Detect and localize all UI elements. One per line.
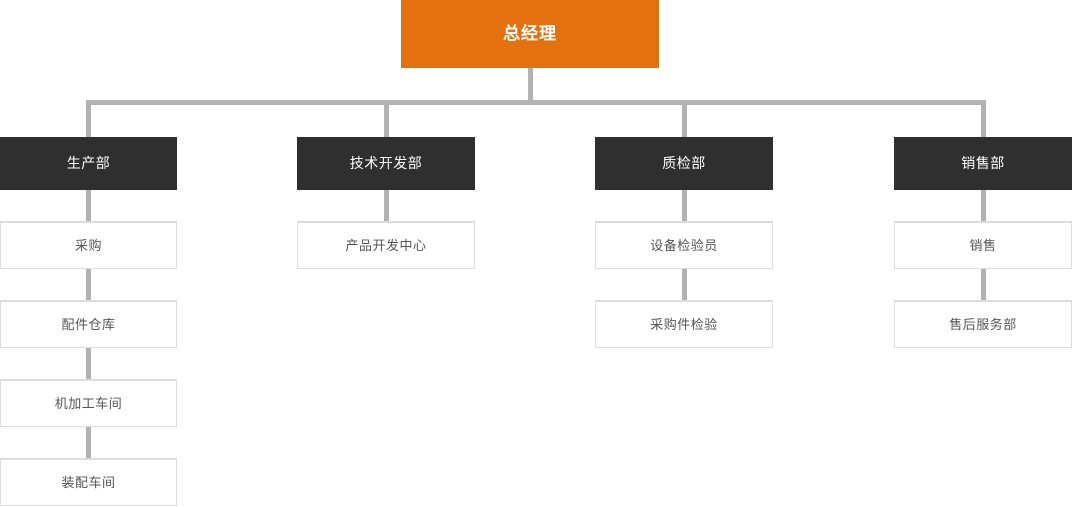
org-node-dept-4-child-1-label: 销售 [969, 237, 997, 253]
org-node-dept-1[interactable]: 生产部 [0, 137, 177, 190]
org-node-dept-3-child-2-label: 采购件检验 [650, 316, 718, 332]
connector-bus-to-dept-3 [682, 100, 687, 138]
org-node-dept-1-child-1-label: 采购 [74, 237, 102, 253]
org-node-dept-1-child-4[interactable]: 装配车间 [0, 458, 177, 506]
org-node-dept-2-child-1-label: 产品开发中心 [345, 237, 427, 253]
org-node-dept-4-child-2-label: 售后服务部 [949, 316, 1017, 332]
org-node-dept-2-child-1[interactable]: 产品开发中心 [297, 221, 475, 269]
org-node-dept-4-label: 销售部 [961, 155, 1005, 172]
connector-root-down [528, 68, 533, 104]
org-node-dept-4-child-1[interactable]: 销售 [894, 221, 1072, 269]
connector-bus-to-dept-1 [86, 100, 91, 138]
connector-dept-1-to-child-4 [86, 427, 91, 458]
connector-dept-3-to-child-1 [682, 190, 687, 221]
org-node-dept-2-label: 技术开发部 [349, 155, 423, 172]
org-node-dept-1-child-1[interactable]: 采购 [0, 221, 177, 269]
org-node-dept-4-child-2[interactable]: 售后服务部 [894, 300, 1072, 348]
connector-dept-1-to-child-1 [86, 190, 91, 221]
org-node-dept-1-child-2[interactable]: 配件仓库 [0, 300, 177, 348]
org-node-dept-3-label: 质检部 [662, 155, 706, 172]
org-node-dept-1-child-3-label: 机加工车间 [54, 395, 123, 411]
org-node-dept-1-label: 生产部 [66, 155, 111, 172]
connector-dept-3-to-child-2 [682, 269, 687, 300]
org-node-root-label: 总经理 [503, 23, 557, 43]
org-node-dept-1-child-4-label: 装配车间 [61, 474, 116, 490]
org-node-dept-3[interactable]: 质检部 [595, 137, 773, 190]
org-node-dept-2[interactable]: 技术开发部 [297, 137, 475, 190]
connector-bus-to-dept-4 [981, 100, 986, 138]
org-node-dept-1-child-3[interactable]: 机加工车间 [0, 379, 177, 427]
connector-dept-2-to-child-1 [384, 190, 389, 221]
org-node-dept-3-child-2[interactable]: 采购件检验 [595, 300, 773, 348]
org-node-dept-3-child-1-label: 设备检验员 [650, 237, 718, 253]
org-node-dept-3-child-1[interactable]: 设备检验员 [595, 221, 773, 269]
org-node-dept-4[interactable]: 销售部 [894, 137, 1072, 190]
connector-horizontal-bus [86, 100, 986, 105]
org-node-dept-1-child-2-label: 配件仓库 [61, 316, 116, 332]
org-node-root[interactable]: 总经理 [401, 0, 659, 68]
connector-dept-4-to-child-2 [981, 269, 986, 300]
connector-bus-to-dept-2 [384, 100, 389, 138]
connector-dept-4-to-child-1 [981, 190, 986, 221]
connector-dept-1-to-child-2 [86, 269, 91, 300]
connector-dept-1-to-child-3 [86, 348, 91, 379]
